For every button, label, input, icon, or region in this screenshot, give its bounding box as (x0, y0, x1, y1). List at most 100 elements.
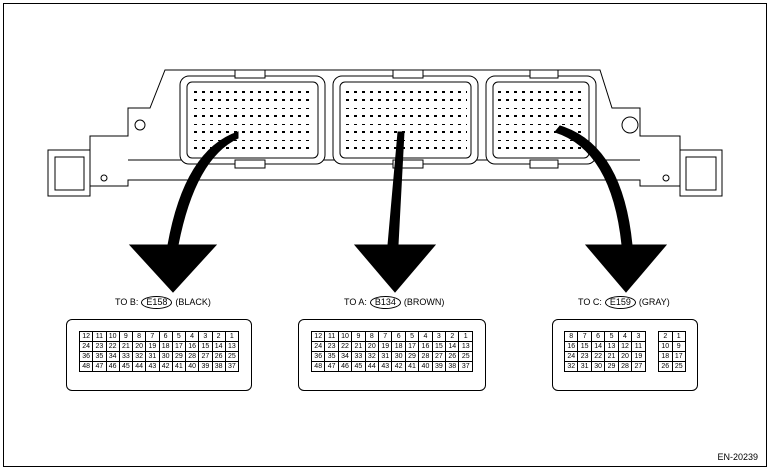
pin-cell: 30 (391, 351, 406, 362)
pin-cell: 26 (445, 351, 460, 362)
pin-cell: 41 (171, 361, 187, 372)
pin-cell: 45 (351, 361, 366, 372)
pin-cell: 25 (458, 351, 473, 362)
pin-cell: 14 (590, 341, 606, 352)
pin-cell: 19 (378, 341, 393, 352)
pin-cell: 38 (445, 361, 460, 372)
pin-cell: 27 (631, 361, 646, 372)
pin-cell: 26 (658, 361, 673, 372)
connector-b-code: E158 (141, 296, 173, 309)
pin-cell: 14 (445, 341, 460, 352)
pin-cell: 6 (590, 331, 606, 342)
pin-cell: 4 (418, 331, 433, 342)
connector-c-color: (GRAY) (638, 297, 670, 307)
ecm-connector-b (179, 69, 326, 169)
pin-cell: 34 (105, 351, 120, 362)
pin-cell: 1 (458, 331, 473, 342)
pin-cell: 38 (211, 361, 226, 372)
pin-cell: 6 (158, 331, 173, 342)
pin-cell: 1 (224, 331, 240, 342)
pin-cell: 28 (617, 361, 633, 372)
pin-cell: 42 (158, 361, 173, 372)
pin-cell: 26 (211, 351, 226, 362)
pin-cell: 34 (337, 351, 353, 362)
pin-cell: 44 (364, 361, 380, 372)
pin-cell: 8 (364, 331, 380, 342)
pin-cell: 37 (224, 361, 240, 372)
pin-cell: 20 (617, 351, 633, 362)
pin-cell: 2 (211, 331, 226, 342)
pin-cell: 18 (658, 351, 673, 362)
pin-cell: 48 (310, 361, 326, 372)
pin-cell: 43 (378, 361, 393, 372)
pin-cell: 11 (92, 331, 107, 342)
pin-cell: 30 (158, 351, 173, 362)
pin-cell: 22 (337, 341, 353, 352)
ecm-connector-c (485, 69, 597, 169)
pin-cell: 7 (378, 331, 393, 342)
pin-cell: 32 (364, 351, 380, 362)
pin-cell (645, 362, 658, 372)
pin-cell: 11 (631, 341, 646, 352)
pin-cell: 40 (184, 361, 200, 372)
connector-b-color: (BLACK) (175, 297, 211, 307)
pin-cell: 21 (118, 341, 134, 352)
pin-cell: 7 (577, 331, 592, 342)
pin-cell: 39 (431, 361, 447, 372)
pin-cell: 15 (431, 341, 447, 352)
pin-cell: 15 (198, 341, 213, 352)
pin-cell: 46 (337, 361, 353, 372)
pin-cell: 35 (324, 351, 339, 362)
pin-cell: 31 (378, 351, 393, 362)
pin-cell: 35 (92, 351, 107, 362)
pin-cell: 39 (198, 361, 213, 372)
pin-cell: 10 (337, 331, 353, 342)
pin-cell: 11 (324, 331, 339, 342)
pin-cell: 15 (577, 341, 592, 352)
pin-cell: 6 (391, 331, 406, 342)
pin-cell: 4 (184, 331, 200, 342)
pin-cell: 4 (617, 331, 633, 342)
pin-cell: 33 (351, 351, 366, 362)
pin-cell: 22 (590, 351, 606, 362)
connector-b-prefix: TO B: (115, 297, 139, 307)
connector-a-color: (BROWN) (403, 297, 445, 307)
pin-cell: 27 (198, 351, 213, 362)
pin-cell: 46 (105, 361, 120, 372)
pin-cell: 32 (563, 361, 579, 372)
pin-cell: 3 (631, 331, 646, 342)
pin-cell: 9 (118, 331, 134, 342)
pin-cell: 29 (604, 361, 619, 372)
pin-cell: 7 (145, 331, 160, 342)
pin-cell: 13 (224, 341, 240, 352)
ecm-connector-a (332, 69, 479, 169)
connector-b-label: TO B:E158(BLACK) (115, 296, 211, 309)
pin-cell: 1 (671, 331, 686, 342)
pin-cell: 22 (105, 341, 120, 352)
pin-cell: 16 (184, 341, 200, 352)
pin-cell: 24 (78, 341, 94, 352)
pin-cell: 5 (604, 331, 619, 342)
pin-cell: 42 (391, 361, 406, 372)
pin-cell: 24 (563, 351, 579, 362)
pin-cell: 3 (198, 331, 213, 342)
connector-a-code: B134 (369, 296, 401, 309)
pin-cell: 36 (78, 351, 94, 362)
pin-cell: 5 (404, 331, 420, 342)
pin-cell: 3 (431, 331, 447, 342)
pin-cell: 9 (351, 331, 366, 342)
